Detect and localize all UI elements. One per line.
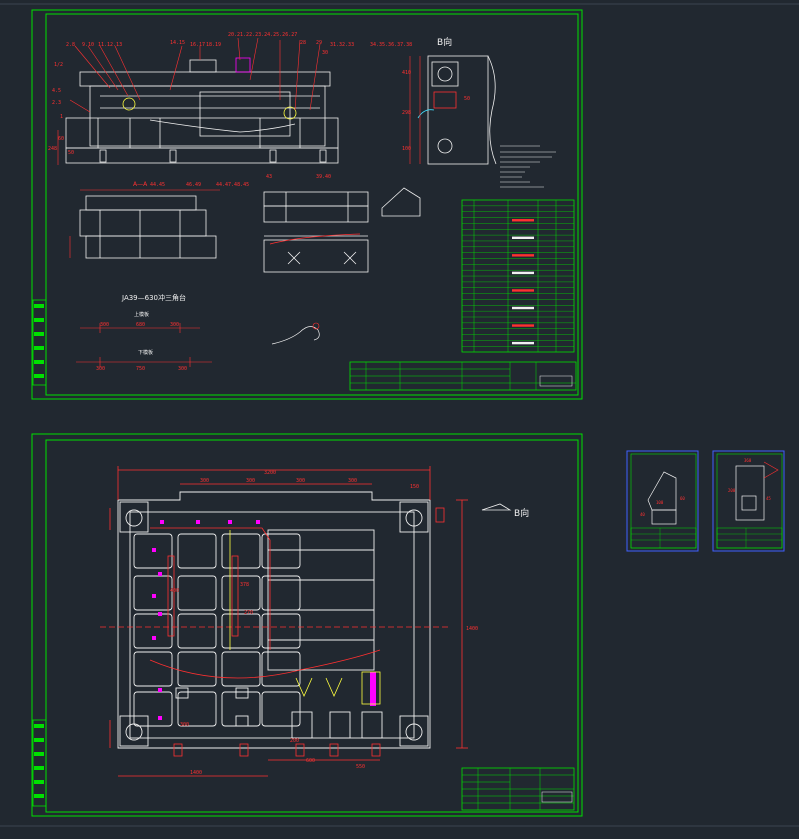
balloon-h: 28 (300, 40, 306, 46)
thumbnail-1-dims: 100 60 40 (640, 496, 687, 517)
balloon-d: 14.15 (170, 40, 185, 46)
balloon-j: 30 (322, 50, 328, 56)
parts-list-rows (462, 205, 574, 347)
balloon-labels-top: 2.8 9.10 11.12.13 14.15 16.17 18.19 20.2… (66, 32, 412, 56)
view-b-arrow (481, 503, 512, 511)
rib-cell (133, 691, 173, 727)
technical-notes-block (500, 145, 556, 188)
front-view-assembly[interactable] (65, 57, 339, 164)
parts-list-entry-mark (512, 236, 534, 239)
sheet-top-inner-border (45, 13, 579, 396)
title-block-bottom[interactable] (461, 767, 575, 811)
thumbnail-sheet-1[interactable]: 100 60 40 (626, 450, 699, 552)
lower-plate-label: 下模板 (138, 349, 153, 356)
scrap-hole (312, 322, 320, 330)
parts-list-entry-mark (512, 341, 534, 345)
balloon-k: 31.32.33 (330, 42, 354, 48)
sheet-top-outer-border (31, 9, 583, 400)
plan-view-die-base[interactable] (117, 491, 431, 749)
view-b-label-bottom: B向 (514, 507, 529, 519)
parts-list-entry-mark (512, 271, 534, 275)
thumbnail-2-dims: 360 200 45 (728, 458, 771, 501)
rib-cell (261, 613, 301, 649)
parts-list-entry-mark (512, 289, 534, 292)
rib-cell (261, 691, 301, 727)
parts-list-entry-mark (512, 219, 534, 222)
balloon-f: 18.19 (206, 42, 221, 48)
section-a-a[interactable] (69, 189, 220, 259)
drawing-sheet-top[interactable]: 2.8 9.10 11.12.13 14.15 16.17 18.19 20.2… (31, 9, 583, 400)
rib-cell (221, 651, 261, 687)
view-b-side[interactable] (409, 55, 497, 165)
rib-cell (261, 533, 301, 569)
binding-strip-bottom (32, 719, 47, 807)
sheet-bottom-outer-border (31, 433, 583, 817)
rib-cell (177, 691, 217, 727)
balloon-e: 16.17 (190, 42, 205, 48)
section-balloons: 44.45 46.49 44.47.48.45 43 39.40 (150, 174, 331, 188)
side-section-detail[interactable] (263, 187, 421, 273)
rib-cell (177, 533, 217, 569)
balloon-b: 9.10 (82, 42, 94, 48)
plan-view-red-layer (100, 466, 468, 777)
title-block-top[interactable] (349, 361, 577, 391)
view-b-label-top: B向 (437, 36, 452, 48)
balloon-g: 20.21.22.23.24.25.26.27 (228, 32, 297, 38)
rib-cell (221, 613, 261, 649)
plan-view-dims: 3200 300 300 300 300 150 1400 400 378 27… (170, 470, 481, 776)
binding-strip-top (32, 299, 47, 386)
balloon-c: 11.12.13 (98, 42, 122, 48)
thumbnail-sheet-2[interactable]: 360 200 45 (712, 450, 785, 552)
parts-list-entry-mark (512, 306, 534, 310)
rib-cell (133, 575, 173, 611)
side-dim-labels: 1/2 4.5 2.3 1 50 60 248 (48, 62, 77, 156)
plate-dimension-lines (76, 323, 212, 367)
plan-view-yellow-parts (229, 530, 381, 705)
scrap-curve (271, 326, 320, 345)
parts-list-entry-mark (512, 324, 534, 327)
plate-dims: 300 680 300 300 750 300 (96, 322, 187, 372)
rib-cell (133, 533, 173, 569)
upper-plate-label: 上模板 (134, 311, 149, 318)
view-b-dims: 410 298 100 50 (402, 70, 470, 152)
balloon-l: 34.35.36.37.38 (370, 42, 412, 48)
plan-view-magenta-marks (152, 520, 376, 720)
rib-cell (133, 613, 173, 649)
balloon-i: 29 (316, 40, 322, 46)
sheet-bottom-inner-border (45, 439, 579, 813)
rib-cell (177, 575, 217, 611)
rib-cell (177, 613, 217, 649)
parts-list-table[interactable] (461, 199, 575, 353)
front-view-leaders (57, 37, 321, 165)
rib-cell (221, 575, 261, 611)
parts-list-entry-mark (512, 254, 534, 257)
rib-cell (221, 533, 261, 569)
balloon-a: 2.8 (66, 42, 75, 48)
rib-cell (177, 651, 217, 687)
drawing-caption: JA39—630冲三角台 (121, 293, 186, 302)
rib-cell (261, 651, 301, 687)
drawing-sheet-bottom[interactable]: B向 3200 300 300 300 300 150 1400 400 378… (31, 433, 583, 817)
section-a-a-label: A—A (133, 181, 148, 188)
rib-cell (133, 651, 173, 687)
